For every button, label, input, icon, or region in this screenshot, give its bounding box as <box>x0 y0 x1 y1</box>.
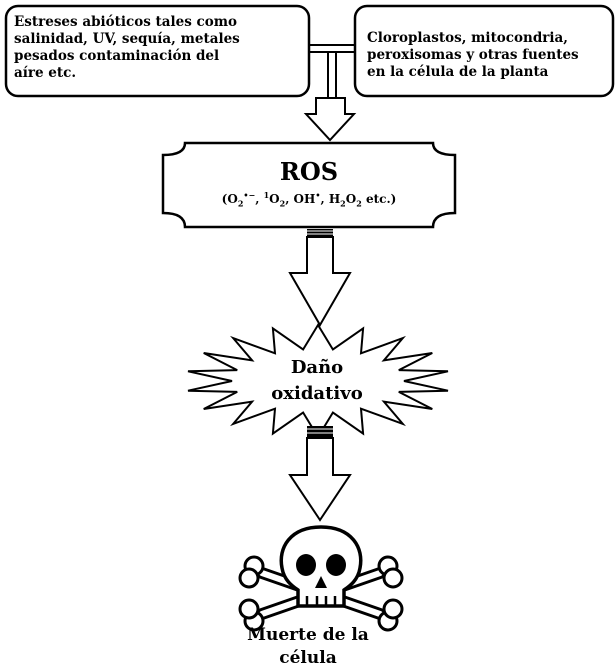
formula-part: , OH <box>285 192 316 206</box>
sources-line: peroxisomas y otras fuentes <box>367 47 579 63</box>
arrow-to-damage <box>288 229 352 328</box>
stressors-text: Estreses abióticos tales como salinidad,… <box>14 14 304 82</box>
formula-sub: 2 <box>279 198 286 209</box>
formula-part: etc.) <box>361 192 397 206</box>
sources-text: Cloroplastos, mitocondria, peroxisomas y… <box>367 30 607 81</box>
sources-line: en la célula de la planta <box>367 64 549 80</box>
formula-sub: 2 <box>237 198 244 209</box>
formula-part: O <box>345 192 357 206</box>
stressors-line: aíre etc. <box>14 65 77 81</box>
ros-box <box>161 141 457 229</box>
damage-line: Daño <box>290 357 344 378</box>
formula-sub: 2 <box>340 198 346 209</box>
stressors-line: salinidad, UV, sequía, metales <box>14 31 240 47</box>
death-line: Muerte de la <box>247 625 369 645</box>
skull-and-crossbones-icon <box>238 525 404 632</box>
stressors-line: pesados contaminación del <box>14 48 220 64</box>
death-label: Muerte de la célula <box>208 624 408 670</box>
formula-sub: 2 <box>356 198 362 209</box>
junction-connector <box>309 44 355 100</box>
arrow-to-death <box>288 426 352 522</box>
stressors-line: Estreses abióticos tales como <box>14 14 238 30</box>
formula-part: , H <box>320 192 341 206</box>
damage-label: Daño oxidativo <box>232 355 402 407</box>
formula-sup: • <box>315 190 321 200</box>
formula-sup: •− <box>243 190 256 200</box>
sources-line: Cloroplastos, mitocondria, <box>367 30 568 46</box>
ros-formula: (O2•−, 1O2, OH•, H2O2 etc.) <box>163 191 455 207</box>
formula-part: (O <box>221 192 238 206</box>
formula-part: O <box>269 192 280 206</box>
damage-line: oxidativo <box>271 383 363 404</box>
death-line: célula <box>279 648 337 668</box>
formula-sup: 1 <box>263 190 270 200</box>
ros-title: ROS <box>279 157 339 186</box>
formula-part: , <box>255 192 264 206</box>
arrow-to-ros <box>303 97 357 142</box>
